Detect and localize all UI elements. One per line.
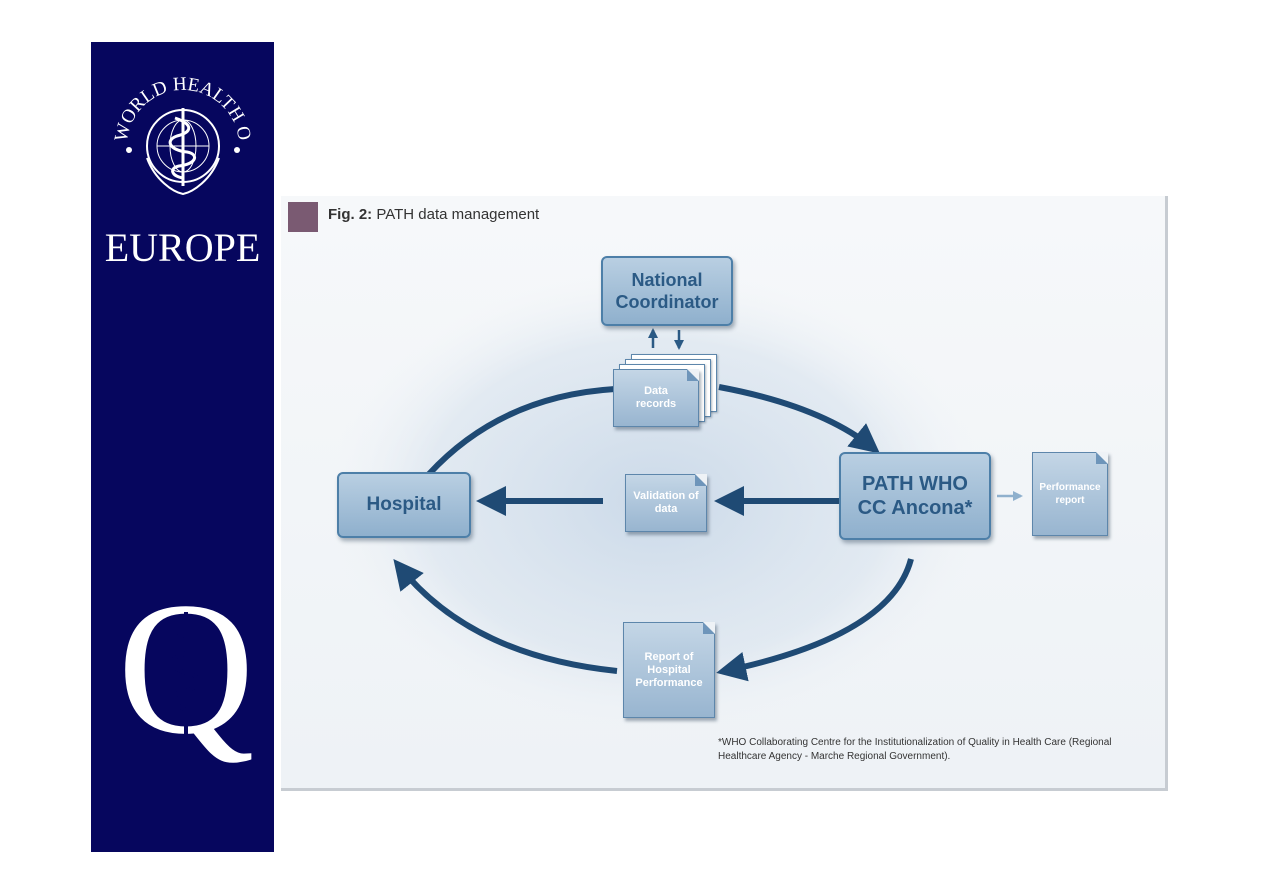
node-path-who: PATH WHO CC Ancona*	[839, 452, 991, 540]
node-hospital: Hospital	[337, 472, 471, 538]
figure-panel: Fig. 2: PATH data management	[281, 196, 1168, 791]
arrow-records-to-path	[718, 384, 881, 454]
q-logo: Q	[117, 582, 254, 767]
sidebar: WORLD HEALTH ORGANIZATION EUROPE Q	[91, 42, 274, 852]
node-national-coordinator: National Coordinator	[601, 256, 733, 326]
doc-validation: Validation of data	[625, 474, 707, 532]
hospital-report-label: Report of Hospital Performance	[635, 650, 703, 689]
figure-title: Fig. 2: PATH data management	[328, 206, 539, 223]
region-label: EUROPE	[104, 225, 261, 270]
who-emblem-logo: WORLD HEALTH ORGANIZATION	[109, 54, 255, 196]
figure-label: Fig. 2:	[328, 206, 373, 223]
figure-marker	[288, 202, 318, 232]
arrow-path-to-report	[716, 558, 914, 682]
hospital-label: Hospital	[366, 494, 442, 515]
national-coordinator-label: National Coordinator	[615, 270, 719, 312]
arc-hospital-to-records	[426, 386, 616, 477]
arrow-report-to-hospital	[393, 558, 618, 674]
doc-data-records: Data records	[613, 369, 699, 427]
data-records-label: Data records	[635, 385, 677, 410]
doc-performance-report: Performance report	[1032, 452, 1108, 536]
path-who-label: PATH WHO CC Ancona*	[857, 473, 973, 519]
doc-hospital-report: Report of Hospital Performance	[623, 622, 715, 718]
validation-label: Validation of data	[633, 490, 699, 515]
figure-footnote: *WHO Collaborating Centre for the Instit…	[718, 737, 1112, 762]
figure-title-text: PATH data management	[376, 206, 540, 223]
performance-report-label: Performance report	[1039, 482, 1101, 506]
